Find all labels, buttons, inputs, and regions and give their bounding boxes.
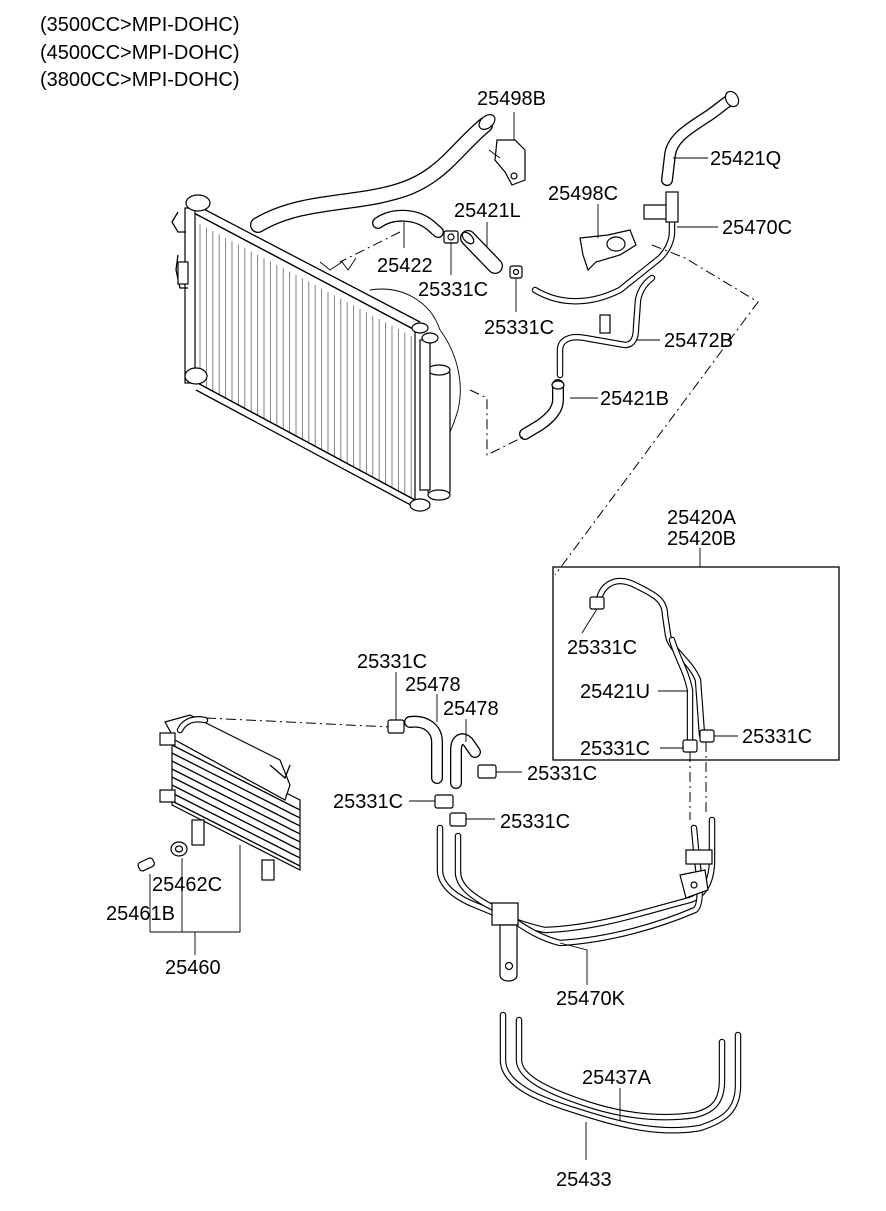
oil-cooler: [159, 714, 301, 881]
clamp-lower-b: [477, 764, 497, 779]
receiver-drier-tank: [419, 332, 451, 501]
hose-25421B: [519, 379, 565, 440]
label-25470K: 25470K: [556, 988, 626, 1010]
label-25462C: 25462C: [152, 874, 222, 896]
hose-25421L: [460, 230, 503, 274]
cooler-fin: [171, 760, 301, 827]
radiator-condenser: [171, 194, 461, 512]
label-25421Q: 25421Q: [710, 148, 781, 170]
label-25420B: 25420B: [667, 528, 736, 550]
hose-25422: [372, 209, 444, 238]
label-25331C-b: 25331C: [484, 317, 554, 339]
bracket-25498C: [579, 229, 637, 272]
cooler-fin: [171, 752, 301, 819]
pipe-25470C: [531, 191, 679, 305]
clamp-lower-a: [387, 719, 405, 734]
label-25470C: 25470C: [722, 217, 792, 239]
label-25498B: 25498B: [477, 88, 546, 110]
leader-lines: [149, 112, 738, 1160]
label-25331C-f: 25331C: [357, 651, 427, 673]
engine-spec-line-1: (3500CC>MPI-DOHC): [40, 14, 240, 36]
cooler-fin: [171, 776, 301, 843]
bracket-25498B: [488, 139, 526, 186]
grommet-25462C: [170, 841, 188, 857]
label-25421B: 25421B: [600, 388, 669, 410]
label-25422: 25422: [377, 255, 433, 277]
tube-assembly-25437A: [499, 1011, 742, 1134]
label-25331C-d: 25331C: [580, 738, 650, 760]
engine-spec-line-3: (3800CC>MPI-DOHC): [40, 69, 240, 91]
label-25433: 25433: [556, 1169, 612, 1191]
hose-25478-left: [404, 715, 443, 784]
label-25420A: 25420A: [667, 507, 737, 529]
cooler-fin: [171, 784, 301, 851]
engine-spec-line-2: (4500CC>MPI-DOHC): [40, 42, 240, 64]
label-25331C-i: 25331C: [500, 811, 570, 833]
cooler-fin: [171, 744, 301, 811]
cooler-fin: [171, 800, 301, 867]
clamp-upper-b: [509, 265, 523, 279]
label-25461B: 25461B: [106, 903, 175, 925]
pin-25461B: [137, 857, 155, 872]
label-25331C-h: 25331C: [333, 791, 403, 813]
label-25460: 25460: [165, 957, 221, 979]
label-25331C-e: 25331C: [742, 726, 812, 748]
label-25331C-g: 25331C: [527, 763, 597, 785]
clamp-lower-c: [434, 794, 454, 809]
label-25437A: 25437A: [582, 1067, 652, 1089]
cooler-fin: [171, 792, 301, 859]
pipe-25470K: [436, 816, 716, 982]
cooler-fin: [171, 768, 301, 835]
part-labels: 25498B 25421Q 25498C 25421L 25470C 25422…: [106, 88, 812, 1191]
label-25472B: 25472B: [664, 330, 733, 352]
label-25478-b: 25478: [443, 698, 499, 720]
label-25498C: 25498C: [548, 183, 618, 205]
label-25331C-a: 25331C: [418, 279, 488, 301]
hose-25421Q: [661, 90, 740, 186]
clamp-lower-d: [449, 812, 467, 827]
pipe-25472B: [556, 274, 656, 379]
radiator-upper-hose: [250, 114, 496, 233]
clamp-upper-a: [443, 230, 459, 244]
label-25421U: 25421U: [580, 681, 650, 703]
hose-25478-right: [450, 733, 481, 789]
label-25478-a: 25478: [405, 674, 461, 696]
label-25421L: 25421L: [454, 200, 521, 222]
label-25331C-c: 25331C: [567, 637, 637, 659]
